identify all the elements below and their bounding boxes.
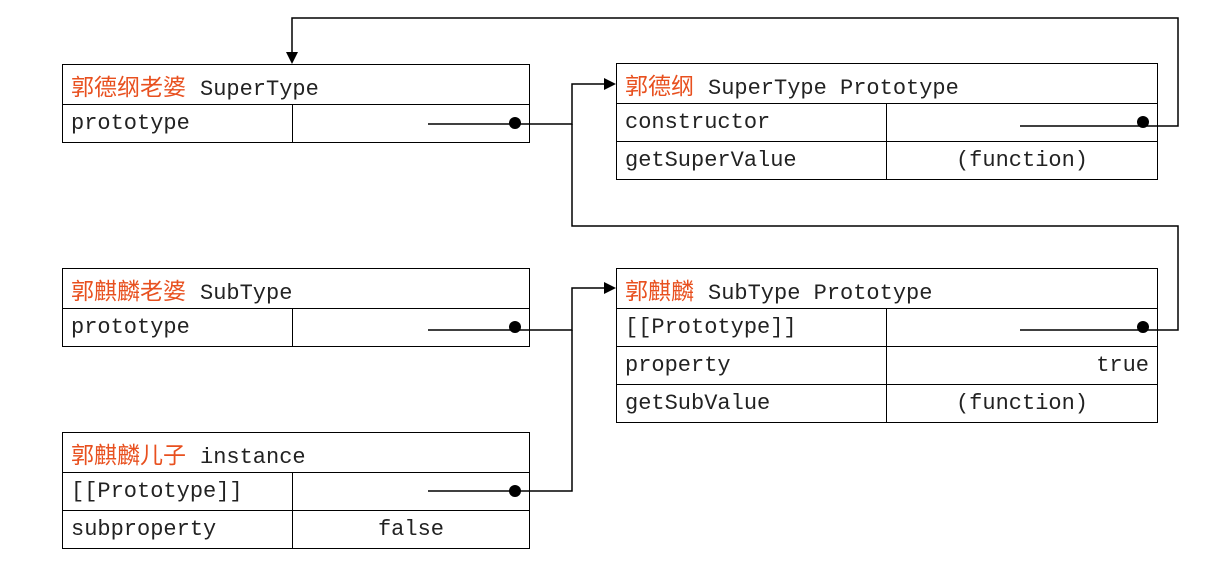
pointer-dot [509, 117, 521, 130]
subtype-constructor-title: 郭麒麟老婆 SubType [62, 268, 530, 309]
supertype-prototype-en-label: SuperType Prototype [708, 75, 959, 101]
subtype-constructor-en-label: SubType [200, 280, 293, 306]
subtype-constructor-box: 郭麒麟老婆 SubType prototype [62, 268, 530, 347]
subtype-prototype-pointer [292, 308, 530, 347]
subtype-prototype-en-label: SubType Prototype [708, 280, 933, 306]
property-value: true [886, 346, 1158, 385]
instance-en-label: instance [200, 444, 306, 470]
subtype-prototype-zh-label: 郭麒麟 [625, 278, 694, 305]
constructor-arrow [286, 17, 1179, 127]
supertype-constructor-title: 郭德纲老婆 SuperType [62, 64, 530, 105]
subtype-constructor-zh-label: 郭麒麟老婆 [71, 278, 186, 305]
subtype-prototype-title: 郭麒麟 SubType Prototype [616, 268, 1158, 309]
subproto-prototype-line [571, 124, 1179, 331]
supertype-constructor-en-label: SuperType [200, 76, 319, 102]
subproperty-value: false [292, 510, 530, 549]
property-key: property [616, 346, 887, 385]
subtype-prototype-arrow [428, 282, 616, 331]
getsupervalue-value: (function) [886, 141, 1158, 180]
supertype-constructor-zh-label: 郭德纲老婆 [71, 74, 186, 101]
getsubvalue-key: getSubValue [616, 384, 887, 423]
instance-prototype-key: [[Prototype]] [62, 472, 293, 511]
getsupervalue-key: getSuperValue [616, 141, 887, 180]
instance-prototype-line [428, 330, 573, 492]
supertype-prototype-arrow [428, 78, 616, 125]
pointer-dot [1137, 116, 1149, 129]
subtype-prototype-key: prototype [62, 308, 293, 347]
getsubvalue-value: (function) [886, 384, 1158, 423]
supertype-prototype-zh-label: 郭德纲 [625, 73, 694, 100]
subproto-prototype-pointer [886, 308, 1158, 347]
instance-zh-label: 郭麒麟儿子 [71, 442, 186, 469]
